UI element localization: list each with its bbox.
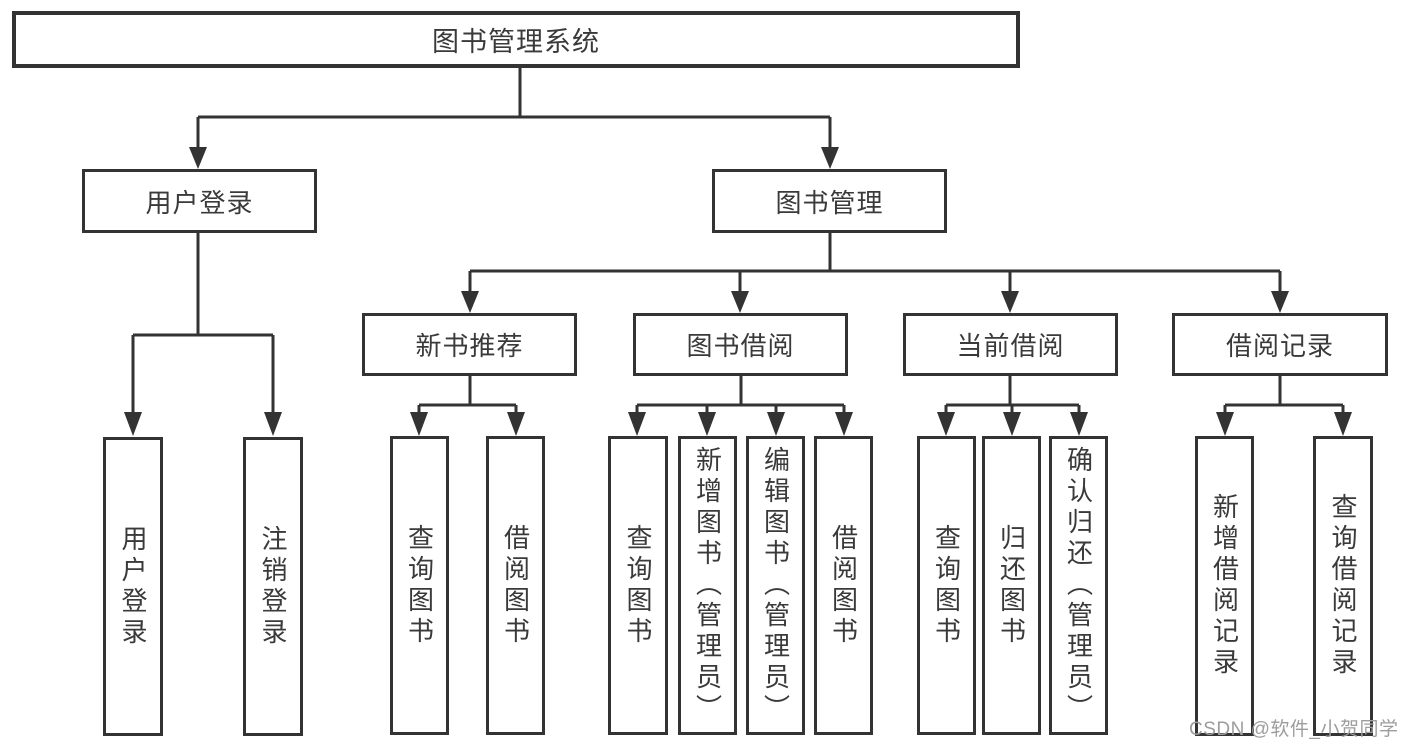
connector-root-to-level2 <box>189 68 839 169</box>
node-current-borrow: 当前借阅 <box>903 313 1118 376</box>
arrowhead-down-icon <box>1334 412 1352 436</box>
leaf-return-books: 归还图书 <box>982 436 1041 735</box>
arrowhead-down-icon <box>189 147 207 169</box>
node-book-management: 图书管理 <box>712 169 947 233</box>
leaf-add-books-admin: 新增图书（管理员） <box>678 436 737 735</box>
connector-line <box>1223 376 1345 413</box>
arrowhead-down-icon <box>1070 412 1088 436</box>
arrowhead-down-icon <box>821 147 839 169</box>
arrowhead-down-icon <box>628 412 646 436</box>
node-label: 归还图书 <box>996 523 1027 648</box>
connector-line <box>417 376 518 413</box>
node-label: 查询图书 <box>404 523 435 648</box>
arrowhead-down-icon <box>767 412 785 436</box>
node-label: 查询图书 <box>931 523 962 648</box>
connector-user-login-children <box>124 233 282 436</box>
leaf-logout: 注销登录 <box>243 437 303 736</box>
node-library-management-system: 图书管理系统 <box>12 11 1020 68</box>
node-label: 确认归还（管理员） <box>1063 446 1094 725</box>
node-book-borrow: 图书借阅 <box>633 313 848 376</box>
node-label: 新增图书（管理员） <box>692 446 723 725</box>
arrowhead-down-icon <box>507 412 525 436</box>
connector-book-borrow-children <box>628 376 853 436</box>
connector-line <box>635 376 846 413</box>
leaf-add-borrow-record: 新增借阅记录 <box>1195 436 1254 736</box>
connector-line <box>131 233 275 413</box>
connector-new-book-rec-children <box>410 376 525 436</box>
leaf-query-books-current: 查询图书 <box>917 436 976 735</box>
node-label: 用户登录 <box>145 187 254 218</box>
arrowhead-down-icon <box>1001 291 1019 313</box>
node-label: 用户登录 <box>118 524 148 649</box>
node-label: 查询图书 <box>623 523 653 648</box>
connector-book-mgmt-children <box>461 233 1289 313</box>
node-new-book-recommend: 新书推荐 <box>362 313 577 376</box>
arrowhead-down-icon <box>264 412 282 436</box>
node-label: 借阅记录 <box>1225 331 1334 361</box>
leaf-edit-books-admin: 编辑图书（管理员） <box>746 436 805 735</box>
node-label: 借阅图书 <box>828 523 859 648</box>
node-label: 新增借阅记录 <box>1209 493 1240 679</box>
arrowhead-down-icon <box>461 291 479 313</box>
connector-current-borrow-children <box>937 376 1088 436</box>
leaf-confirm-return-admin: 确认归还（管理员） <box>1049 436 1108 735</box>
node-label: 借阅图书 <box>500 523 531 648</box>
connector-line <box>196 68 832 148</box>
node-label: 新书推荐 <box>415 331 524 361</box>
arrowhead-down-icon <box>124 412 142 436</box>
node-label: 编辑图书（管理员） <box>760 446 791 725</box>
leaf-query-books-recommend: 查询图书 <box>390 436 449 735</box>
leaf-borrow-books: 借阅图书 <box>814 436 873 735</box>
arrowhead-down-icon <box>835 412 853 436</box>
connector-line <box>468 233 1282 292</box>
node-label: 当前借阅 <box>956 331 1065 361</box>
arrowhead-down-icon <box>731 291 749 313</box>
node-label: 注销登录 <box>258 524 288 649</box>
arrowhead-down-icon <box>1271 291 1289 313</box>
csdn-watermark: CSDN @软件_小贺同学 <box>1189 719 1399 740</box>
node-borrow-records: 借阅记录 <box>1172 313 1388 376</box>
connector-borrow-records-children <box>1216 376 1352 436</box>
node-label: 图书管理系统 <box>432 27 600 57</box>
arrowhead-down-icon <box>1216 412 1234 436</box>
leaf-query-borrow-record: 查询借阅记录 <box>1313 436 1373 736</box>
leaf-query-books-borrow: 查询图书 <box>608 436 668 735</box>
node-label: 查询借阅记录 <box>1328 493 1358 679</box>
arrowhead-down-icon <box>410 412 428 436</box>
arrowhead-down-icon <box>937 412 955 436</box>
connector-line <box>944 376 1081 413</box>
leaf-borrow-books-recommend: 借阅图书 <box>486 436 545 735</box>
node-label: 图书管理 <box>775 187 884 218</box>
arrowhead-down-icon <box>1003 412 1021 436</box>
arrowhead-down-icon <box>698 412 716 436</box>
node-label: 图书借阅 <box>686 331 795 361</box>
node-user-login: 用户登录 <box>82 169 317 233</box>
leaf-user-login: 用户登录 <box>103 437 163 736</box>
